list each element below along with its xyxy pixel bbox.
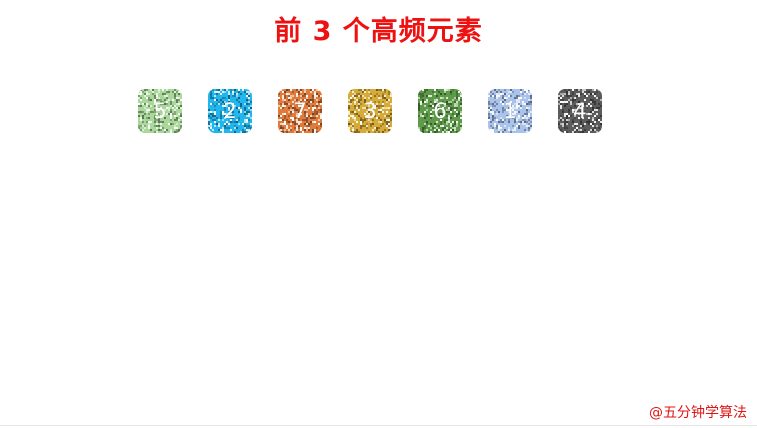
element-texture [418,89,462,133]
element-box: 2 [208,89,252,133]
element-box: 5 [138,89,182,133]
element-box: 1 [488,89,532,133]
element-box: 7 [278,89,322,133]
element-value: 5 [153,99,167,123]
element-value: 1 [503,99,517,123]
element-value: 3 [363,99,377,123]
element-texture [208,89,252,133]
page-title: 前 3 个高频元素 [274,16,483,47]
element-value: 7 [293,99,307,123]
watermark: @五分钟学算法 [649,405,747,421]
element-texture [558,89,602,133]
element-box: 3 [348,89,392,133]
element-texture [138,89,182,133]
element-texture [348,89,392,133]
element-value: 6 [433,99,447,123]
element-box: 6 [418,89,462,133]
element-texture [278,89,322,133]
bottom-divider [0,425,757,426]
element-texture [488,89,532,133]
element-box: 4 [558,89,602,133]
element-value: 4 [573,99,587,123]
element-value: 2 [223,99,237,123]
